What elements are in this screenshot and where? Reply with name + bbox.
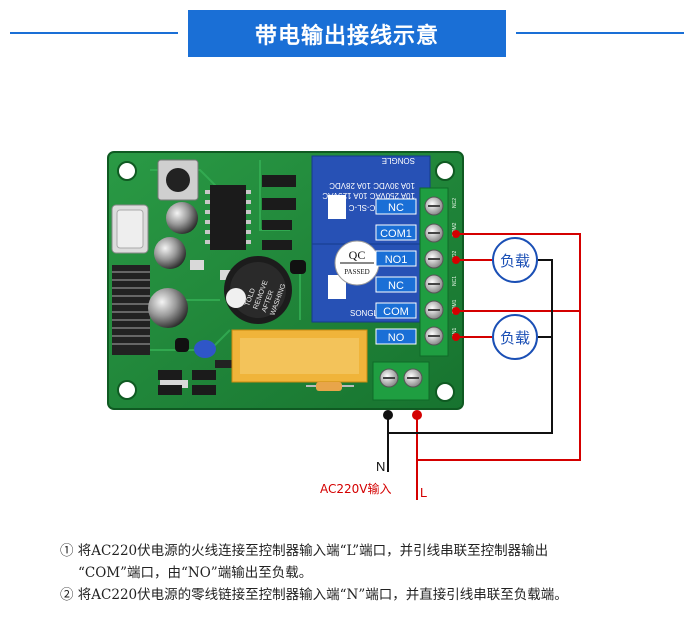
svg-text:NC: NC bbox=[388, 280, 404, 292]
diode-chips bbox=[158, 370, 216, 395]
ic-chip bbox=[205, 185, 251, 250]
neutral-label: N bbox=[376, 459, 385, 474]
load-1: 负载 bbox=[492, 237, 538, 283]
svg-text:COM: COM bbox=[383, 306, 409, 318]
svg-text:NO: NO bbox=[388, 332, 405, 344]
electrolytic-capacitor bbox=[148, 202, 198, 328]
power-module bbox=[231, 329, 368, 383]
wiring-diagram: TOLD REMOVE AFTER WASHING SRD-12VDC-SL-C… bbox=[107, 151, 581, 500]
svg-text:COM1: COM1 bbox=[380, 228, 412, 240]
relay-1-rating-1: 10A 250VAC 10A 125VAC bbox=[322, 191, 415, 200]
pin-label-com1: COM1 bbox=[452, 299, 458, 314]
relay-1-brand: SONGLE bbox=[382, 156, 415, 165]
wiring bbox=[387, 233, 581, 500]
title-rule-right bbox=[516, 32, 684, 34]
qc-text: QC bbox=[349, 248, 366, 262]
transistor bbox=[175, 260, 306, 352]
live-label: L bbox=[420, 485, 427, 500]
wire-junctions bbox=[383, 230, 460, 420]
terminal-label-com2: COM bbox=[375, 302, 417, 319]
instruction-1-continued: “COM”端口，由“NO”端输出至负载。 bbox=[78, 565, 313, 581]
qc-passed-sticker: QC PASSED bbox=[334, 240, 380, 286]
blue-capacitor bbox=[194, 340, 216, 358]
terminal-block-outputs: NC2 COM2 NO2 NC1 COM1 ON1 bbox=[419, 187, 458, 357]
terminal-label-no2: NO bbox=[375, 328, 417, 345]
ac-input-label: AC220V输入 bbox=[320, 481, 392, 496]
relay-2-brand: SONGLE bbox=[350, 309, 383, 318]
terminal-label-nc2: NC bbox=[375, 276, 417, 293]
push-button bbox=[157, 159, 199, 201]
instructions: ① 将AC220伏电源的火线连接至控制器输入端“L”端口，并引线串联至控制器输出… bbox=[60, 540, 680, 606]
neutral-wire-bus bbox=[388, 259, 553, 434]
pin-label-com2: COM2 bbox=[452, 222, 458, 237]
terminal-label-com1: COM1 bbox=[375, 224, 417, 241]
terminal-label-no1: NO1 bbox=[375, 250, 417, 267]
load-2: 负载 bbox=[492, 314, 538, 360]
fuse-resistor bbox=[306, 382, 354, 391]
pin-label-no2: NO2 bbox=[452, 251, 458, 262]
crystal-oscillator bbox=[111, 204, 149, 254]
instruction-2: ② 将AC220伏电源的零线链接至控制器输入端“N”端口，并直接引线串联至负载端… bbox=[60, 587, 568, 603]
instruction-1: ① 将AC220伏电源的火线连接至控制器输入端“L”端口，并引线串联至控制器输出 bbox=[60, 543, 549, 559]
load-1-label: 负载 bbox=[500, 252, 530, 270]
title-rule-left bbox=[10, 32, 178, 34]
page-title-text: 带电输出接线示意 bbox=[254, 23, 439, 49]
relay-1-rating-2: 10A 30VDC 10A 28VDC bbox=[329, 181, 415, 190]
buzzer: TOLD REMOVE AFTER WASHING bbox=[224, 256, 292, 324]
pin-label-on1: ON1 bbox=[452, 328, 458, 339]
load-2-label: 负载 bbox=[500, 329, 530, 347]
small-components bbox=[160, 175, 296, 388]
svg-text:NC: NC bbox=[388, 202, 404, 214]
antenna-coil bbox=[112, 265, 150, 355]
terminal-block-input bbox=[372, 361, 430, 401]
terminal-label-nc1: NC bbox=[375, 198, 417, 215]
pin-label-nc1: NC1 bbox=[452, 276, 458, 286]
page-title: 带电输出接线示意 bbox=[188, 10, 506, 57]
pin-label-nc2: NC2 bbox=[452, 198, 458, 208]
svg-text:NO1: NO1 bbox=[385, 254, 408, 266]
passed-text: PASSED bbox=[344, 268, 369, 276]
